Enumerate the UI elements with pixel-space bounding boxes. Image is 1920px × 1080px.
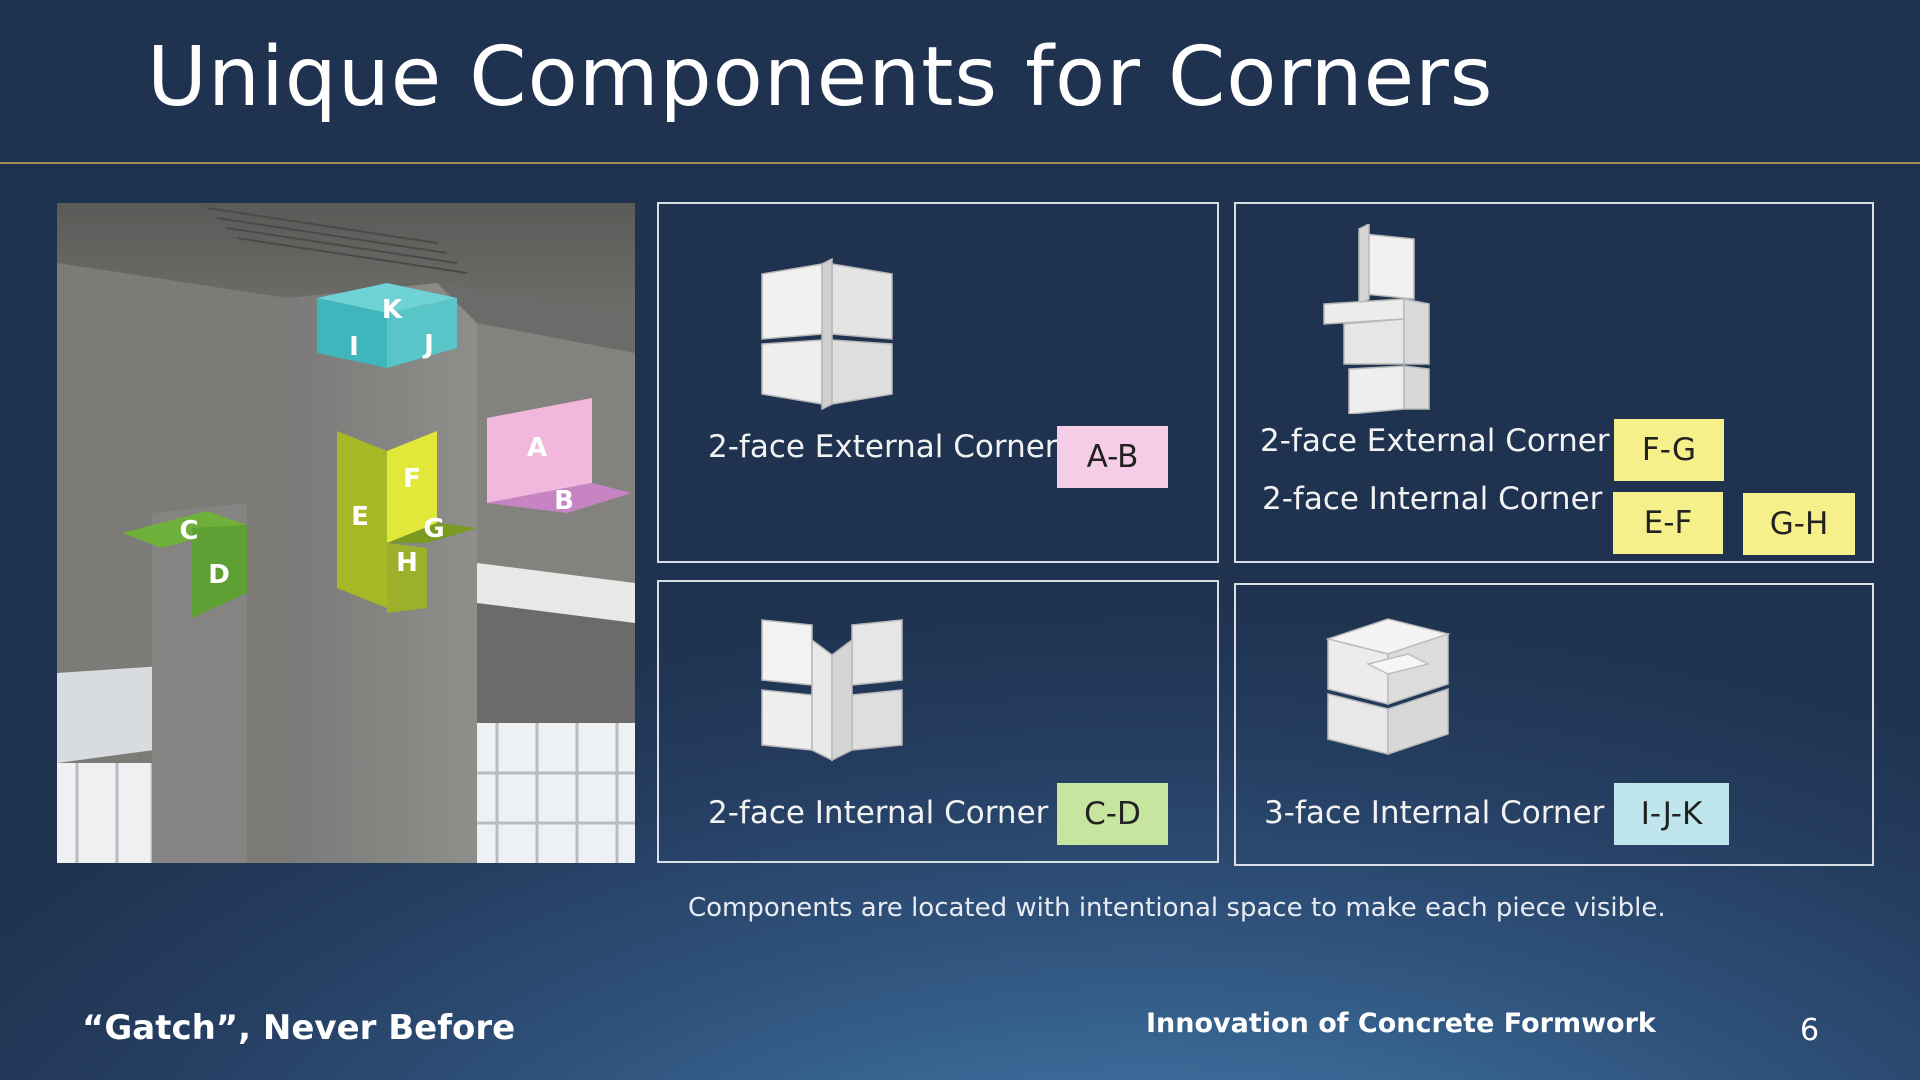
panel-3face-corner-ijk: 3-face Internal Corner I-J-K (1234, 583, 1874, 866)
photo-label-e: E (351, 502, 369, 532)
tag-a-b: A-B (1057, 426, 1168, 488)
spacing-note: Components are located with intentional … (688, 893, 1666, 923)
panel-external-internal-fg: 2-face External Corner 2-face Internal C… (1234, 202, 1874, 563)
panel-fg-label-external: 2-face External Corner (1260, 423, 1610, 459)
photo-label-j: J (422, 330, 434, 360)
panel-internal-corner-cd: 2-face Internal Corner C-D (657, 580, 1219, 863)
photo-label-b: B (554, 486, 574, 516)
footer-tagline: “Gatch”, Never Before (82, 1008, 516, 1048)
footer-subtitle: Innovation of Concrete Formwork (1146, 1008, 1656, 1039)
corner-photo: K I J A B F E G H C D (57, 203, 635, 863)
three-face-block-icon (1325, 618, 1451, 756)
panel-cd-label: 2-face Internal Corner (708, 795, 1049, 831)
tag-e-f: E-F (1613, 492, 1723, 554)
external-corner-block-icon (761, 257, 893, 411)
photo-label-h: H (396, 548, 418, 578)
tag-g-h: G-H (1743, 493, 1855, 555)
title-divider (0, 162, 1920, 164)
panel-ab-label: 2-face External Corner (708, 429, 1058, 465)
photo-label-c: C (179, 516, 198, 546)
photo-label-d: D (208, 560, 230, 590)
photo-label-k: K (382, 295, 403, 325)
panel-external-corner-ab: 2-face External Corner A-B (657, 202, 1219, 563)
photo-label-a: A (527, 433, 547, 463)
tag-i-j-k: I-J-K (1614, 783, 1729, 845)
page-number: 6 (1800, 1013, 1820, 1048)
photo-label-i: I (349, 332, 359, 362)
combo-corner-block-icon (1323, 224, 1430, 414)
panel-ijk-label: 3-face Internal Corner (1264, 795, 1605, 831)
tag-c-d: C-D (1057, 783, 1168, 845)
photo-label-f: F (403, 464, 421, 494)
panel-fg-label-internal: 2-face Internal Corner (1262, 481, 1603, 517)
tag-f-g: F-G (1614, 419, 1724, 481)
internal-corner-block-icon (761, 619, 903, 762)
slide-title: Unique Components for Corners (147, 30, 1494, 125)
photo-label-g: G (423, 514, 444, 544)
